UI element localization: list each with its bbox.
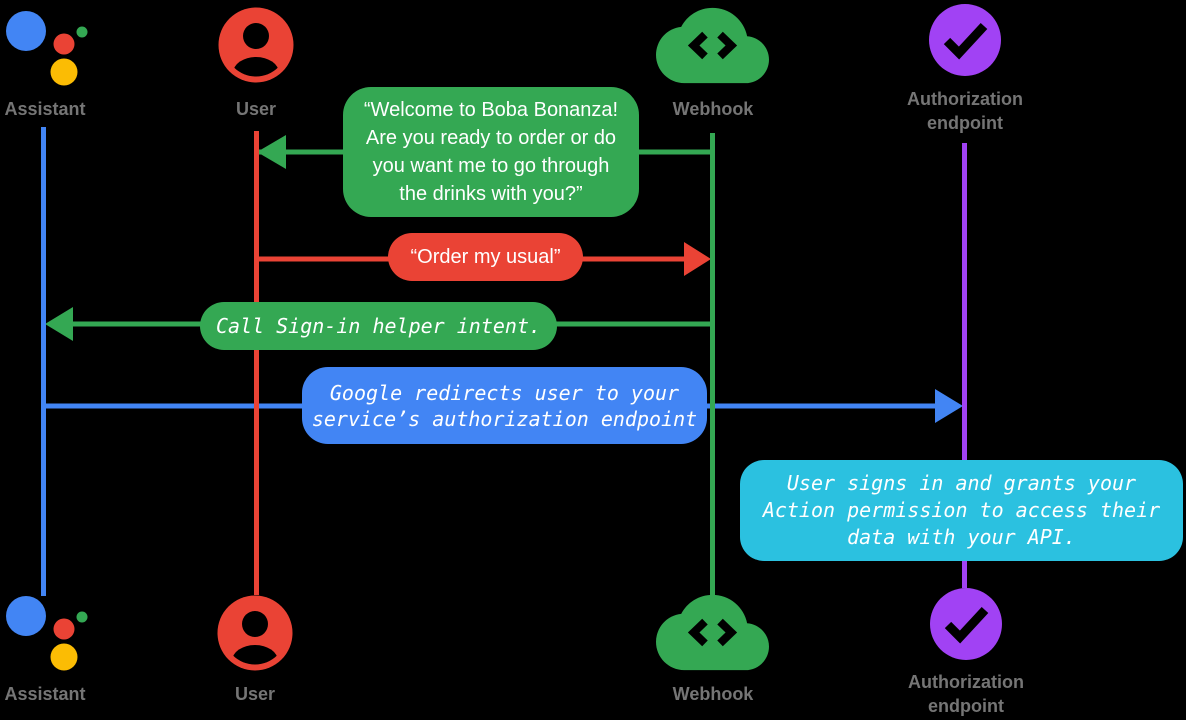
grant-note-bubble: User signs in and grants your Action per… bbox=[740, 460, 1183, 561]
grant-note-text: User signs in and grants your Action per… bbox=[762, 471, 1161, 549]
user-icon-bottom bbox=[217, 595, 293, 671]
order-message-bubble: “Order my usual” bbox=[388, 233, 583, 281]
user-icon bbox=[218, 7, 294, 83]
signin-helper-bubble: Call Sign-in helper intent. bbox=[200, 302, 557, 350]
user-label-top: User bbox=[235, 99, 277, 119]
redirect-message-bubble: Google redirects user to your service’s … bbox=[302, 367, 707, 444]
webhook-icon-bottom bbox=[656, 594, 769, 671]
order-message-text: “Order my usual” bbox=[410, 246, 561, 268]
authorization-label-bottom: Authorization endpoint bbox=[908, 672, 1024, 716]
authorization-label-top: Authorization endpoint bbox=[907, 89, 1023, 133]
webhook-icon bbox=[656, 7, 769, 84]
assistant-icon bbox=[6, 11, 88, 86]
welcome-message-text: “Welcome to Boba Bonanza! Are you ready … bbox=[363, 99, 619, 205]
assistant-label-top: Assistant bbox=[4, 99, 86, 119]
redirect-message-text: Google redirects user to your service’s … bbox=[311, 380, 698, 431]
assistant-icon-bottom bbox=[6, 596, 88, 671]
welcome-message-bubble: “Welcome to Boba Bonanza! Are you ready … bbox=[343, 87, 639, 217]
authorization-check-icon bbox=[929, 4, 1001, 76]
signin-helper-text: Call Sign-in helper intent. bbox=[215, 313, 542, 338]
assistant-label-bottom: Assistant bbox=[4, 684, 86, 704]
user-label-bottom: User bbox=[234, 684, 276, 704]
webhook-label-bottom: Webhook bbox=[672, 684, 754, 704]
authorization-check-icon-bottom bbox=[930, 588, 1002, 660]
webhook-label-top: Webhook bbox=[672, 99, 754, 119]
